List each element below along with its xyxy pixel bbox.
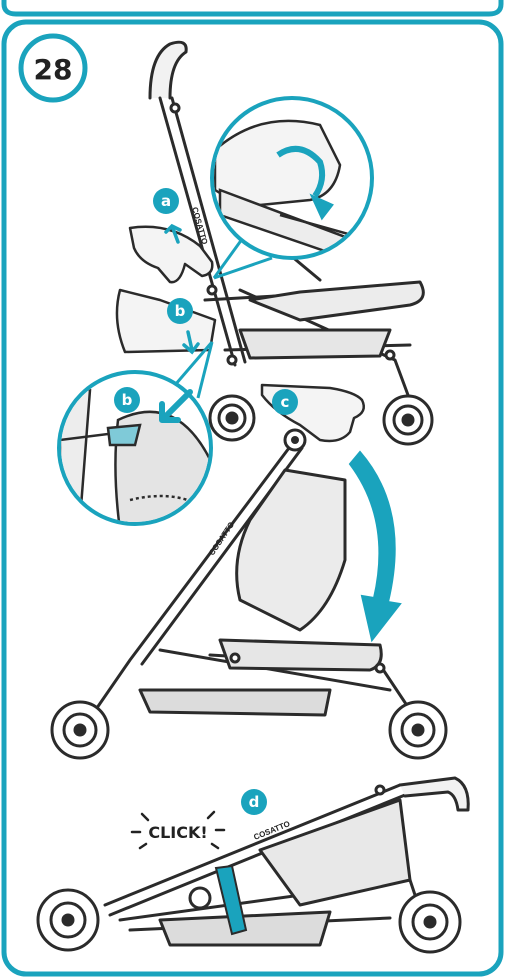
- callout-c: c: [272, 389, 298, 415]
- step-number: 28: [34, 53, 73, 86]
- callout-b-label: b: [175, 302, 186, 320]
- click-text: CLICK!: [148, 823, 207, 842]
- front-wheel-lower: [400, 892, 460, 952]
- callout-d-label: d: [249, 793, 260, 811]
- front-wheel-upper: [384, 396, 432, 444]
- rear-wheel-upper: [210, 396, 254, 440]
- callout-a-label: a: [161, 192, 171, 210]
- rear-wheel-lower: [38, 890, 98, 950]
- callout-d: d: [241, 789, 267, 815]
- callout-b-zoom-label: b: [122, 391, 133, 409]
- callout-c-label: c: [281, 393, 290, 411]
- rear-wheel-middle: [52, 702, 108, 758]
- step-number-badge: 28: [21, 36, 85, 100]
- previous-panel-edge: [4, 0, 501, 14]
- front-wheel-middle: [390, 702, 446, 758]
